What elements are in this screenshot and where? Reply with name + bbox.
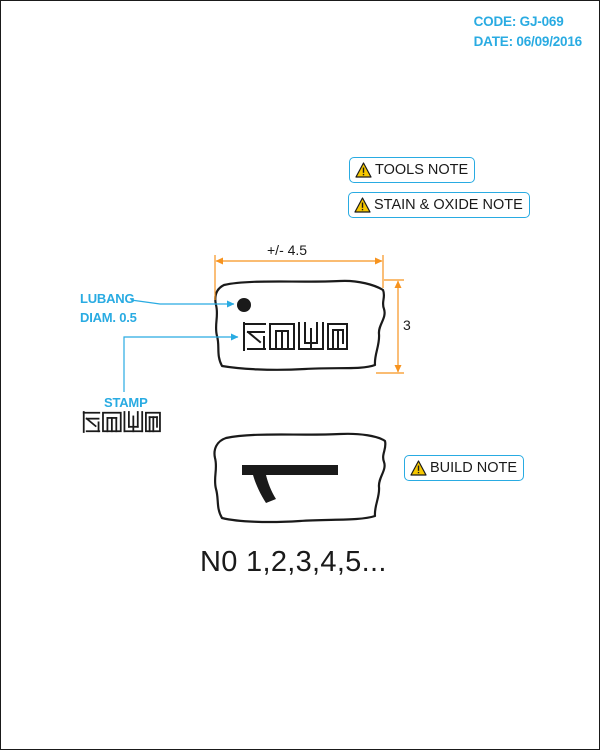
- stamp-leader-line: [123, 333, 239, 392]
- hole-callout-line1: LUBANG: [80, 291, 135, 306]
- code-label: CODE: GJ-069: [473, 14, 564, 29]
- height-dimension-label: 3: [403, 317, 411, 333]
- hole-callout: LUBANG DIAM. 0.5: [80, 289, 137, 327]
- hole-leader-line: [130, 299, 235, 308]
- warning-triangle-icon: [355, 162, 372, 178]
- tools-note-button[interactable]: TOOLS NOTE: [349, 157, 476, 183]
- date-label: DATE: 06/09/2016: [473, 34, 583, 49]
- build-note-button[interactable]: BUILD NOTE: [404, 455, 525, 481]
- build-note-label: BUILD NOTE: [430, 460, 518, 476]
- stamp-reference: [82, 411, 161, 433]
- numbering-sequence: N0 1,2,3,4,5...: [200, 546, 387, 578]
- numeral-one-engraving: [242, 465, 338, 503]
- hole: [237, 298, 251, 312]
- stain-oxide-note-label: STAIN & OXIDE NOTE: [374, 197, 523, 213]
- width-dimension-label: +/- 4.5: [267, 242, 308, 258]
- tools-note-label: TOOLS NOTE: [375, 162, 469, 178]
- tag-outline-bottom: [213, 432, 387, 524]
- stamp-mark: [243, 322, 348, 351]
- hole-callout-line2: DIAM. 0.5: [80, 310, 137, 325]
- stamp-callout: STAMP: [104, 395, 148, 410]
- warning-triangle-icon: [410, 460, 427, 476]
- title-block: CODE: GJ-069 DATE: 06/09/2016: [473, 12, 583, 52]
- warning-triangle-icon: [354, 197, 371, 213]
- stain-oxide-note-button[interactable]: STAIN & OXIDE NOTE: [348, 192, 530, 218]
